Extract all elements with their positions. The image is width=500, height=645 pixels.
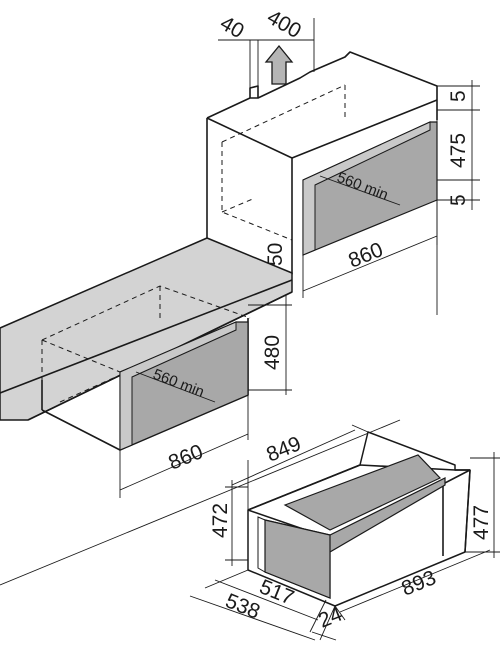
bottom-gap-label: 5 — [447, 194, 470, 206]
appliance-body-height-dimension: 472 — [209, 480, 248, 566]
base-height-label: 480 — [261, 335, 284, 370]
floor-reference-line — [0, 419, 401, 586]
vent-dimension: 40 400 — [216, 6, 315, 88]
worktop — [0, 237, 293, 421]
base-height-dimension: 480 — [248, 295, 292, 395]
base-width-label: 860 — [165, 440, 206, 474]
appliance — [247, 431, 471, 607]
appliance-front-thickness-label: 24 — [315, 602, 346, 632]
tall-height-dimension: 5 475 5 — [437, 80, 480, 210]
appliance-front-height-dimension: 477 — [470, 452, 500, 558]
tall-cabinet — [206, 51, 438, 275]
appliance-body-height-label: 472 — [209, 503, 232, 538]
opening-height-label: 475 — [447, 133, 470, 168]
tall-cabinet-niche — [302, 121, 438, 256]
counter-gap-label: 50 — [264, 243, 287, 266]
vent-depth-label: 400 — [263, 6, 305, 43]
exhaust-arrow-icon — [264, 44, 294, 85]
appliance-width-label: 849 — [263, 432, 304, 466]
appliance-front-height-label: 477 — [470, 505, 493, 540]
top-gap-label: 5 — [447, 90, 470, 102]
vent-width-label: 40 — [216, 12, 248, 44]
tall-width-label: 860 — [345, 238, 386, 272]
